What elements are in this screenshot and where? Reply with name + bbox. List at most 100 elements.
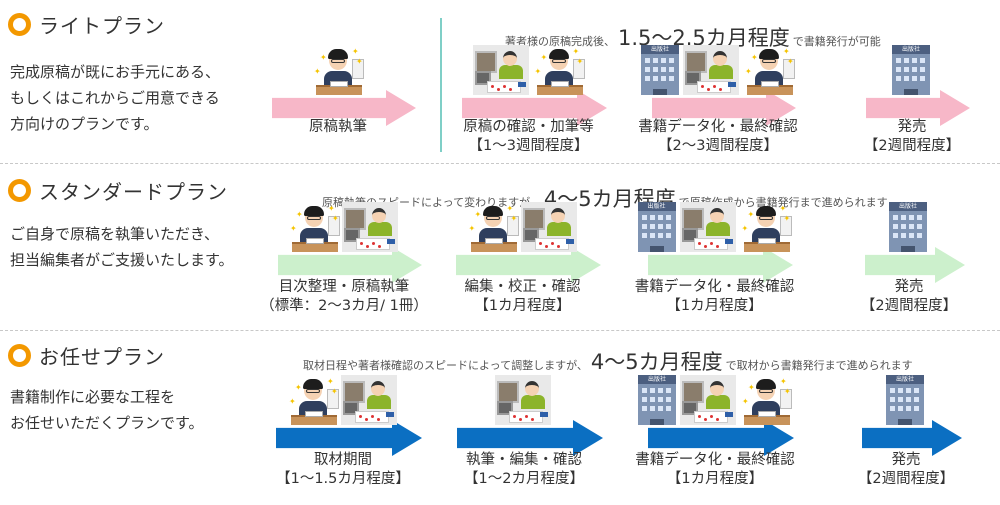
- window: [909, 215, 914, 220]
- sparkle-icon: ✦: [510, 214, 518, 223]
- description-line: もしくはこれからご用意できる: [10, 89, 220, 107]
- plan-title: スタンダードプラン: [8, 176, 228, 205]
- glasses: [759, 389, 773, 393]
- bookshelf: [474, 51, 497, 73]
- editor-head: [550, 208, 565, 223]
- step-duration: （標準：2〜3カ月/ 1冊）: [260, 298, 428, 314]
- door: [898, 419, 912, 425]
- step-arrow: [457, 420, 603, 456]
- sparkle-icon: ✦: [296, 210, 303, 219]
- red-mark: [709, 242, 713, 245]
- step-title: 原稿の確認・加筆等: [463, 119, 594, 135]
- red-mark: [704, 418, 707, 421]
- window: [658, 388, 663, 393]
- step-title: 取材期間: [313, 452, 372, 468]
- window: [649, 224, 655, 229]
- summary-highlight: 4〜5カ月程度: [590, 350, 723, 374]
- step-duration: 【2週間程度】: [857, 471, 955, 487]
- orange-ring-icon: [8, 13, 31, 36]
- red-mark: [371, 415, 374, 418]
- window: [650, 397, 655, 402]
- phone: [565, 239, 574, 244]
- person-hair: [328, 49, 348, 59]
- writer-illustration-icon: ✦✦✦✦: [467, 202, 519, 252]
- publisher-building-icon: 出版社: [641, 45, 679, 95]
- window: [914, 397, 919, 402]
- step-illustrations: ✦✦✦✦: [467, 202, 577, 252]
- sparkle-icon: ✦: [534, 67, 542, 76]
- arrow-shape: [462, 90, 607, 126]
- phone: [724, 239, 733, 244]
- plan-description: ご自身で原稿を執筆いただき、 担当編集者がご支援いたします。: [10, 221, 234, 273]
- editor-illustration-icon: [680, 375, 736, 425]
- window: [641, 233, 647, 238]
- red-mark: [550, 242, 554, 245]
- plan-title-text: お任せプラン: [39, 345, 165, 369]
- editor-body: [367, 395, 391, 409]
- window: [898, 388, 903, 393]
- editor-head: [525, 381, 539, 396]
- window: [657, 233, 663, 238]
- person-hair: [548, 49, 569, 59]
- window: [920, 67, 925, 72]
- red-mark: [372, 242, 375, 245]
- step-title: 発売: [891, 452, 921, 468]
- summary-post: で書籍発行が可能: [792, 35, 881, 48]
- editor-head: [713, 51, 727, 66]
- window: [893, 224, 898, 229]
- step-title: 発売: [897, 119, 927, 135]
- sparkle-icon: ✦: [742, 397, 749, 406]
- step-illustrations: ✦✦✦✦: [287, 375, 397, 425]
- red-mark: [703, 245, 707, 248]
- window: [653, 58, 658, 63]
- manuscript-stack: [783, 59, 795, 79]
- glasses: [485, 216, 500, 220]
- bookshelf: [682, 381, 704, 403]
- person-hair: [482, 206, 503, 216]
- sparkle-icon: ✦: [356, 57, 363, 66]
- person-hair: [759, 49, 779, 59]
- bookshelf: [497, 381, 519, 403]
- step-label: 書籍データ化・最終確認【2〜3週間程度】: [638, 118, 798, 156]
- sparkle-icon: ✦: [290, 224, 297, 233]
- step-arrow: [648, 247, 793, 283]
- sparkle-icon: ✦: [747, 210, 755, 219]
- editor-body: [368, 222, 392, 236]
- step-label: 発売【2週間程度】: [858, 451, 954, 489]
- manuscript-stack: [352, 59, 364, 79]
- window: [645, 58, 650, 63]
- plan-title-text: スタンダードプラン: [39, 180, 228, 204]
- step-label: 発売【2週間程度】: [864, 118, 960, 156]
- step-label: 書籍データ化・最終確認【1カ月程度】: [635, 278, 795, 316]
- window: [917, 215, 922, 220]
- window: [917, 233, 922, 238]
- bookshelf: [343, 381, 365, 403]
- step-label: 原稿執筆: [309, 118, 367, 137]
- door: [649, 246, 664, 252]
- section-divider: [0, 163, 1000, 164]
- step-illustrations: ✦✦✦✦: [312, 45, 364, 95]
- step-duration: 【1〜3週間程度】: [468, 138, 589, 154]
- step-duration: 【1カ月程度】: [474, 298, 571, 314]
- manuscript-stack: [779, 216, 792, 236]
- red-mark: [377, 418, 380, 421]
- editor-illustration-icon: [679, 202, 736, 252]
- step-arrow: [278, 247, 422, 283]
- window: [666, 388, 671, 393]
- editor-illustration-icon: [520, 202, 577, 252]
- window: [904, 67, 909, 72]
- summary-pre: 著者様の原稿完成後、: [505, 35, 615, 48]
- red-mark: [378, 245, 381, 248]
- manuscript-stack: [572, 59, 585, 79]
- editor-body: [709, 65, 733, 79]
- window: [906, 406, 911, 411]
- window: [914, 388, 919, 393]
- red-mark: [525, 415, 528, 418]
- red-mark: [544, 245, 548, 248]
- red-mark: [531, 418, 534, 421]
- window: [649, 233, 655, 238]
- window: [645, 76, 650, 81]
- plan-omakase: お任せプラン 書籍制作に必要な工程を お任せいただくプランです。 取材日程や著者…: [0, 332, 1000, 505]
- publisher-sign: 出版社: [892, 45, 930, 54]
- step-duration: 【1〜1.5カ月程度】: [276, 471, 410, 487]
